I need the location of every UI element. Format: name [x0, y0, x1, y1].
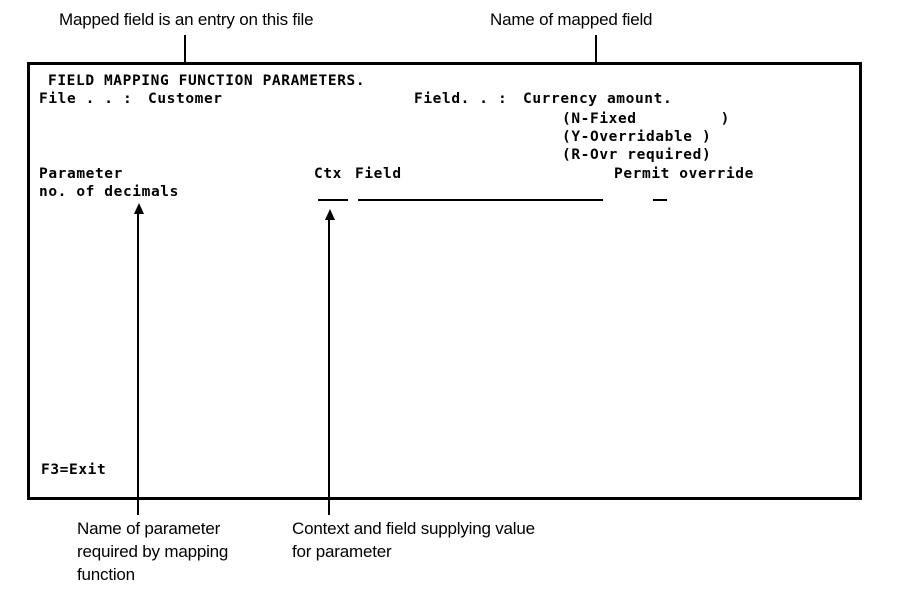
terminal-screen-panel: FIELD MAPPING FUNCTION PARAMETERS. File … — [27, 62, 862, 500]
function-key-f3-exit[interactable]: F3=Exit — [41, 462, 107, 478]
field-label: Field. . : — [414, 91, 517, 107]
row-parameter-name: no. of decimals — [39, 184, 179, 200]
column-header-parameter: Parameter — [39, 166, 123, 182]
row-ctx-input-underline[interactable] — [318, 199, 348, 201]
field-value: Currency amount. — [523, 91, 673, 107]
override-legend-overridable: (Y-Overridable ) — [562, 129, 712, 145]
leader-line-bottom-right — [328, 216, 330, 515]
row-field-input-underline[interactable] — [358, 199, 603, 201]
column-header-ctx: Ctx — [314, 166, 342, 182]
override-legend-ovr-required: (R-Ovr required) — [562, 147, 712, 163]
annotation-bottom-left: Name of parameter required by mapping fu… — [77, 519, 229, 584]
file-value: Customer — [148, 91, 223, 107]
row-permit-override-input-underline[interactable] — [653, 199, 667, 201]
annotation-top-left: Mapped field is an entry on this file — [59, 10, 314, 29]
annotation-bottom-right: Context and field supplying value for pa… — [292, 519, 535, 561]
column-header-field: Field — [355, 166, 402, 182]
arrowhead-up-bottom-left — [134, 203, 144, 214]
screen-title: FIELD MAPPING FUNCTION PARAMETERS. — [48, 73, 366, 89]
override-legend-fixed: (N-Fixed ) — [562, 111, 730, 127]
arrowhead-up-bottom-right — [325, 209, 335, 220]
file-label: File . . : — [39, 91, 142, 107]
leader-line-bottom-left — [137, 210, 139, 515]
column-header-permit-override: Permit override — [614, 166, 754, 182]
leader-line-top-right — [595, 35, 597, 85]
leader-line-top-left — [184, 35, 186, 80]
annotation-top-right: Name of mapped field — [490, 10, 653, 29]
